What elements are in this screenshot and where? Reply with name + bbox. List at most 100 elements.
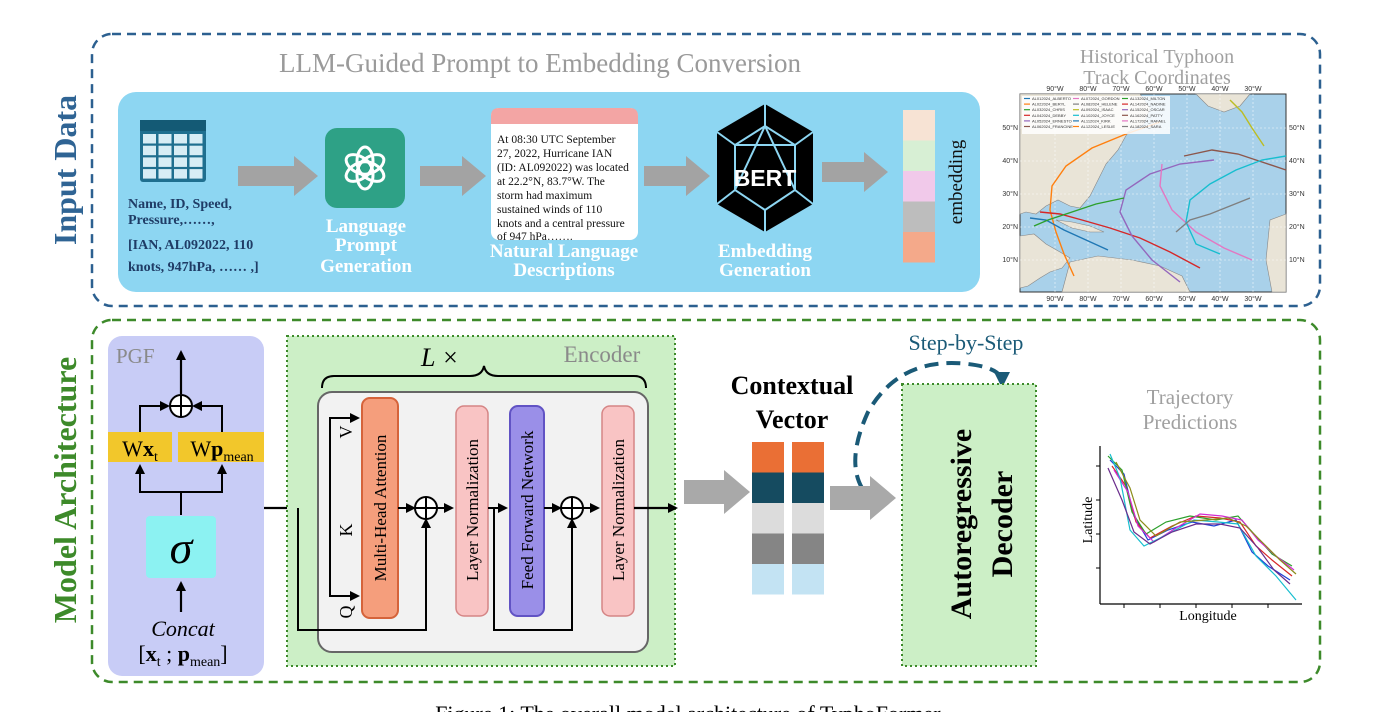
pgf-add-icon <box>169 394 193 418</box>
ln1-label: Layer Normalization <box>463 438 482 581</box>
table-icon <box>140 120 206 182</box>
table-icon-cell <box>143 169 156 179</box>
ffn-label: Feed Forward Network <box>518 430 537 589</box>
add-1-icon <box>414 496 438 520</box>
map-land-south-america <box>1061 255 1191 293</box>
context-vector-cell <box>792 503 824 534</box>
trajectory-plot <box>1096 446 1302 608</box>
map-lon-label: 60°W <box>1145 85 1163 93</box>
traj-line-magenta <box>1113 469 1295 571</box>
map-lat-label: 30°N <box>1002 190 1018 198</box>
map-lat-label: 20°N <box>1289 223 1305 231</box>
ffn-block <box>509 405 545 617</box>
input-heading: LLM-Guided Prompt to Embedding Conversio… <box>279 48 801 78</box>
map-lon-label: 40°W <box>1211 295 1229 303</box>
arrow-description-to-bert <box>644 156 710 196</box>
contextual-label-line-2: Vector <box>756 405 829 434</box>
table-icon-cell <box>189 134 203 144</box>
map-title-line-2: Track Coordinates <box>1083 67 1231 89</box>
map-legend-entry: AL072024_GORDON <box>1081 96 1120 101</box>
context-vector-cell <box>792 442 824 473</box>
table-text-line-1: Name, ID, Speed, <box>128 197 232 212</box>
v-label: V <box>336 426 356 439</box>
map-legend-entry: AL132024_MILTON <box>1130 96 1165 101</box>
emb-gen-label-line-1: Embedding <box>718 241 812 262</box>
embedding-vector <box>903 110 935 263</box>
map-legend-entry: AL172024_RAFAEL <box>1130 118 1167 123</box>
q-line <box>329 508 360 601</box>
embedding-cell <box>903 140 935 171</box>
llm-label-line-2: Prompt <box>335 235 398 256</box>
map-lon-label: 30°W <box>1244 85 1262 93</box>
map-legend-entry: AL112024_KIRK <box>1081 118 1111 123</box>
pgf-left-to-add-arrow <box>139 401 170 432</box>
bert-text: BERT <box>734 165 797 191</box>
map-legend-entry: AL092024_ISAAC <box>1081 107 1114 112</box>
latitude-label: Latitude <box>1081 497 1096 544</box>
description-line-6: sustained winds of 110 <box>497 204 603 216</box>
map-lon-label: 80°W <box>1079 295 1097 303</box>
table-icon-cell <box>174 157 187 167</box>
nl-label-line-2: Descriptions <box>513 260 614 281</box>
emb-gen-label-line-2: Generation <box>719 260 811 281</box>
table-icon-cell <box>143 157 156 167</box>
context-vector-cell <box>792 472 824 503</box>
description-line-5: storm had maximum <box>497 190 592 202</box>
nl-label-line-1: Natural Language <box>490 241 638 262</box>
pgf-right-to-add-arrow <box>192 401 223 432</box>
table-text-line-4: knots, 947hPa, …… ,] <box>128 260 259 275</box>
embedding-cell <box>903 232 935 263</box>
step-by-step-label: Step-by-Step <box>909 330 1024 355</box>
concat-formula: [xt ; pmean] <box>138 641 227 670</box>
llm-label-line-1: Language <box>326 216 406 237</box>
map-track-gray <box>1175 197 1251 233</box>
map-title-line-1: Historical Typhoon <box>1080 46 1234 68</box>
map-track-orange <box>1049 121 1161 277</box>
map-lon-label: 80°W <box>1079 85 1097 93</box>
wp-box <box>178 432 264 462</box>
add-2-icon <box>560 496 584 520</box>
map-legend-entry: AL142024_NADINE <box>1130 102 1166 107</box>
table-text-line-3: [IAN, AL092022, 110 <box>128 238 253 253</box>
traj-line-olive <box>1115 461 1297 575</box>
l-times-label: L × <box>420 343 459 372</box>
trajectory-title-line-2: Predictions <box>1143 410 1238 434</box>
table-icon-cell <box>174 145 187 156</box>
context-vector-cell <box>752 442 784 473</box>
model-architecture-section-border <box>90 318 1322 684</box>
sigma-box <box>146 516 216 578</box>
map-lat-label: 40°N <box>1289 157 1305 165</box>
arrow-llm-to-description <box>420 156 486 196</box>
v-line <box>329 413 360 508</box>
map-lat-label: 50°N <box>1002 124 1018 132</box>
embedding-cell <box>903 110 935 141</box>
openai-knot-icon <box>344 145 386 191</box>
context-vector-cell <box>792 564 824 595</box>
ln2-label: Layer Normalization <box>609 438 628 581</box>
ln2-block <box>601 405 635 617</box>
description-line-3: (ID: AL092022) was located <box>497 162 629 174</box>
input-data-section-border <box>90 32 1322 308</box>
map-track-olive <box>1229 99 1265 147</box>
table-icon-cell <box>158 169 172 179</box>
context-vector-cell <box>752 472 784 503</box>
description-line-7: knots and a central pressure <box>497 218 625 230</box>
map-lon-label: 40°W <box>1211 85 1229 93</box>
k-label: K <box>336 524 356 537</box>
table-icon-cell <box>174 169 187 179</box>
table-icon-cell <box>189 169 203 179</box>
map-land-central-america <box>1019 233 1071 289</box>
description-card <box>491 108 638 240</box>
table-icon-cell <box>174 134 187 144</box>
step-by-step-arrow <box>853 361 1010 489</box>
map-lat-label: 10°N <box>1289 256 1305 264</box>
figure-caption: Figure 1: The overall model architecture… <box>435 701 945 712</box>
map-lat-label: 50°N <box>1289 124 1305 132</box>
arrow-table-to-llm <box>238 156 318 196</box>
map-legend-entry: AL032024_CHRIS <box>1032 107 1065 112</box>
wx-label: Wxt <box>122 436 158 465</box>
description-line-8: of 947 hPa……. <box>497 231 573 243</box>
arrow-context-to-decoder <box>830 476 896 520</box>
map-legend-entry: AL182024_SARA <box>1130 124 1162 129</box>
decoder-label-line-1: Autoregressive <box>945 429 978 620</box>
